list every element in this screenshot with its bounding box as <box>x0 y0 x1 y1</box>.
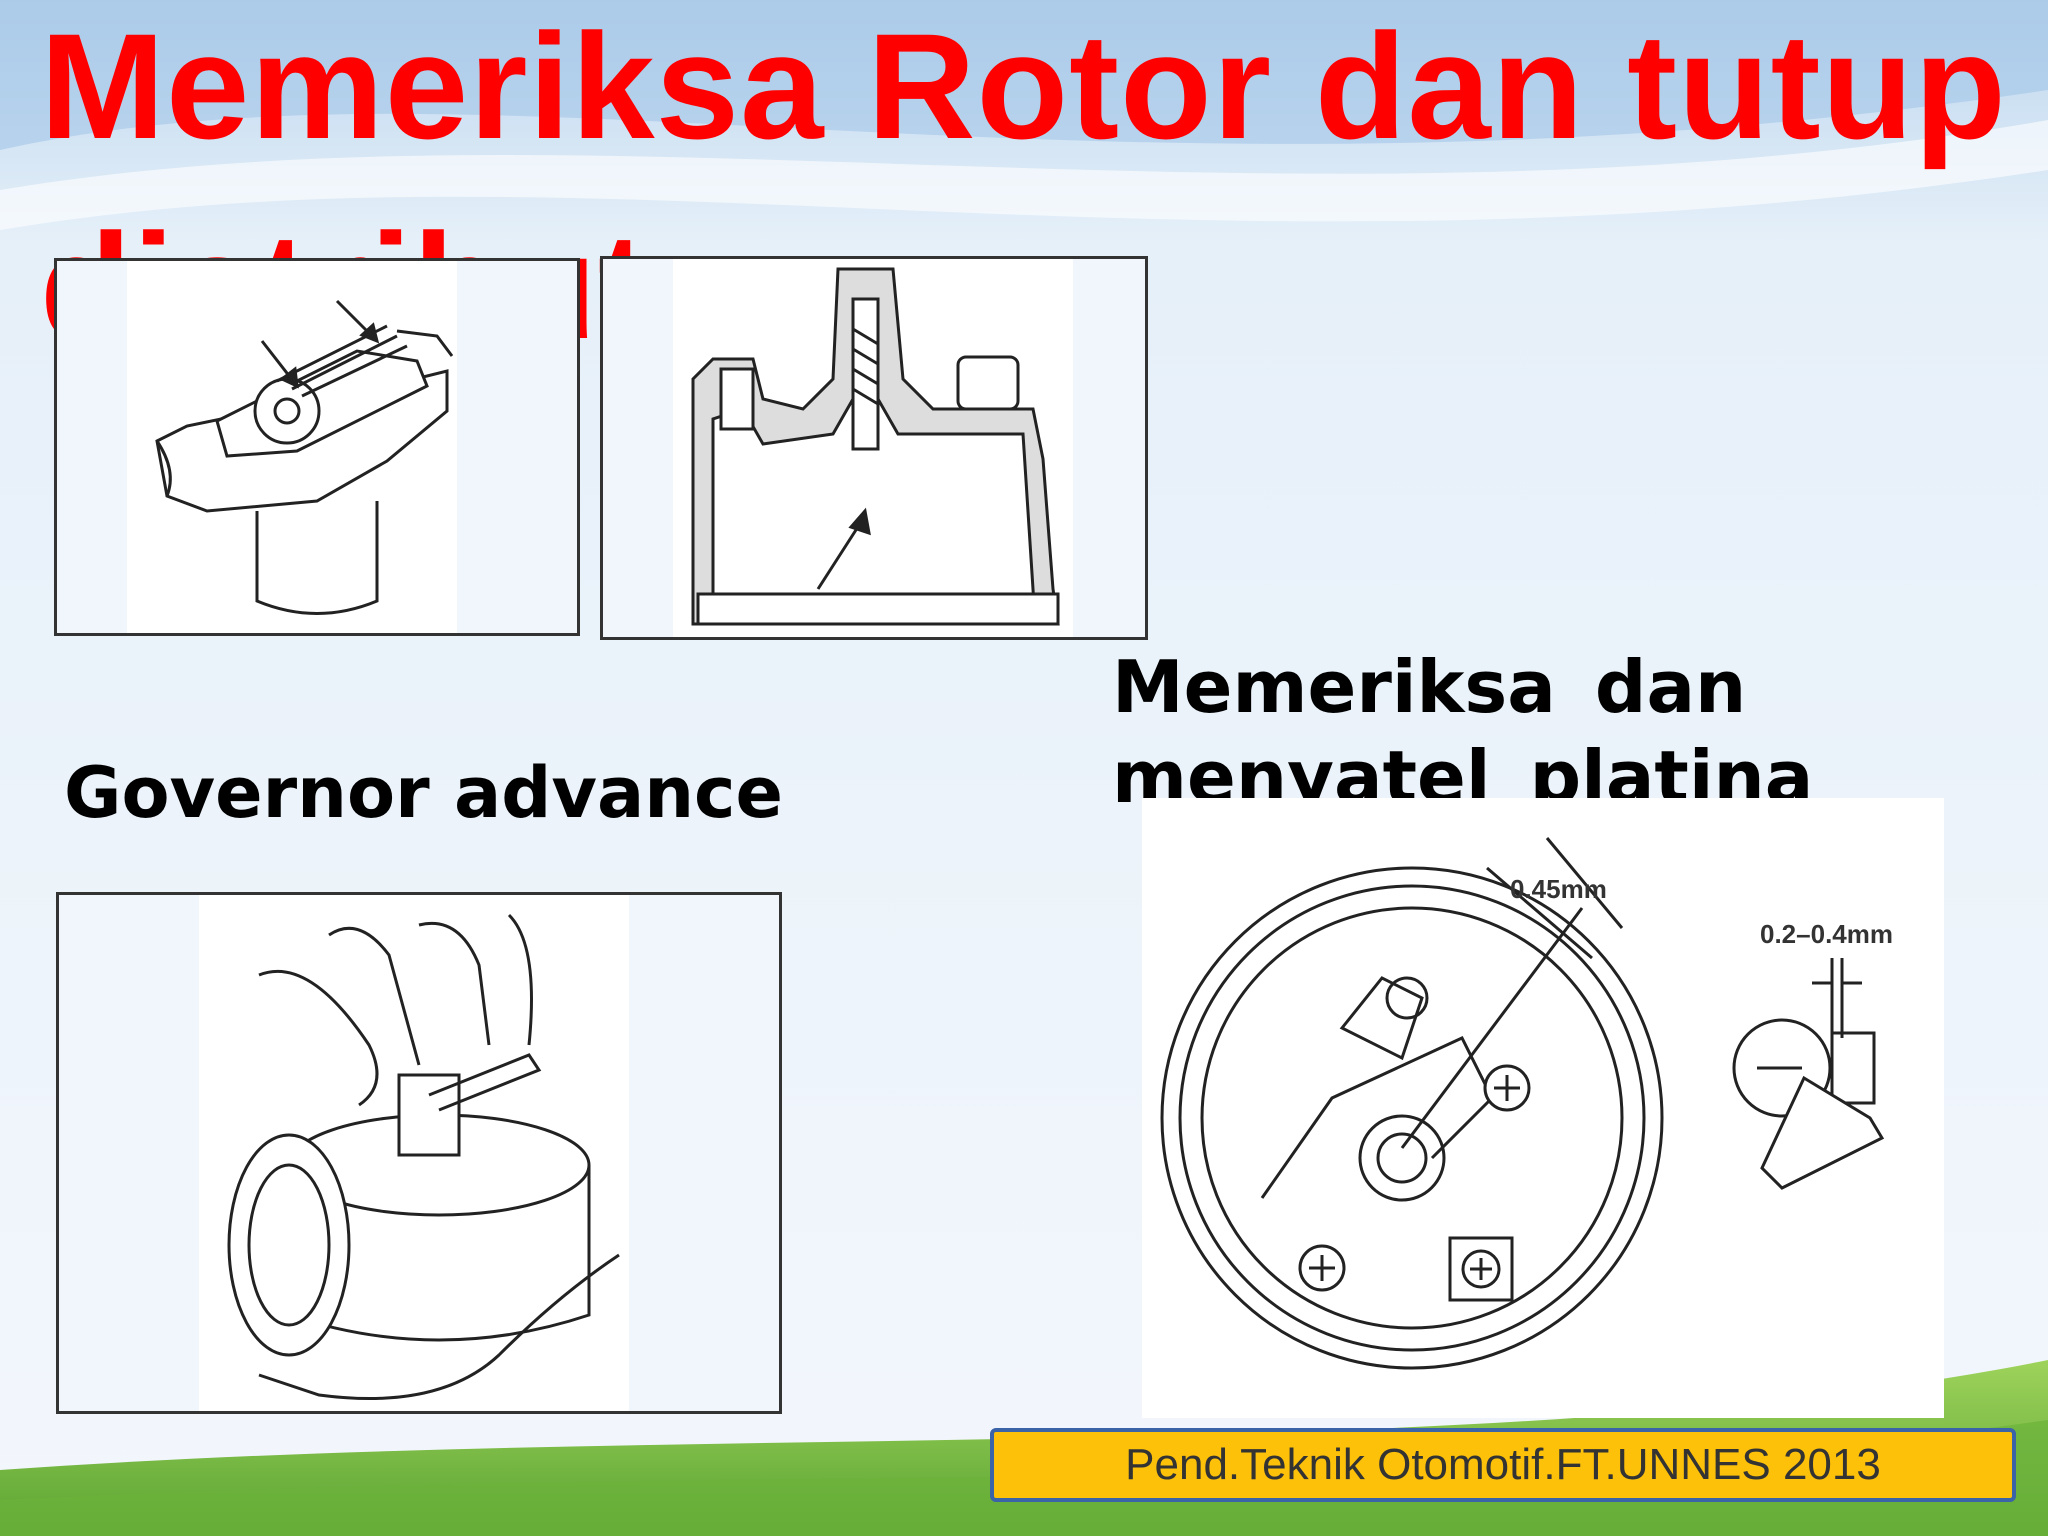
footer-banner: Pend.Teknik Otomotif.FT.UNNES 2013 <box>990 1428 2016 1502</box>
point-gap-diagram: 0.45mm 0.2–0.4mm <box>1160 837 1893 1370</box>
distributor-cap-diagram-frame <box>600 256 1148 640</box>
point-gap-diagram-frame: 0.45mm 0.2–0.4mm <box>1142 798 1944 1418</box>
platina-label: Memeriksa dan menyatel platina <box>1112 642 2042 822</box>
governor-advance-diagram-frame <box>56 892 782 1414</box>
point-gap-value: 0.2–0.4mm <box>1760 919 1893 949</box>
distributor-cap-diagram <box>673 259 1073 637</box>
governor-advance-label: Governor advance <box>64 752 784 834</box>
platina-label-text: Memeriksa dan menyatel platina <box>1112 645 1814 819</box>
governor-advance-diagram <box>199 895 629 1411</box>
feeler-gap-value: 0.45mm <box>1510 874 1607 904</box>
rotor-diagram-frame <box>54 258 580 636</box>
rotor-diagram <box>127 261 457 633</box>
